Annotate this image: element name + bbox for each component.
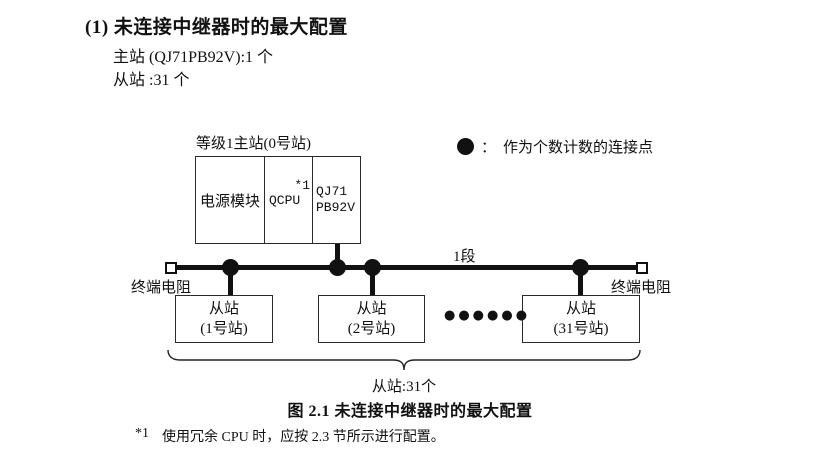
- cpu-cell: *1 QCPU: [265, 157, 313, 243]
- slave31-label-line2: (31号站): [553, 321, 609, 337]
- connection-point-dot: [572, 259, 589, 276]
- slave-station-box-2: 从站 (2号站): [318, 295, 425, 343]
- master-station-box: 电源模块 *1 QCPU QJ71 PB92V: [195, 156, 361, 244]
- master-count-text: 主站 (QJ71PB92V):1 个: [113, 49, 274, 66]
- slave-station-box-31: 从站 (31号站): [522, 295, 640, 343]
- slave1-label-line2: (1号站): [200, 321, 248, 337]
- terminating-resistor-right-icon: [636, 262, 648, 274]
- cpu-footnote-marker: *1: [294, 178, 310, 193]
- slave31-label-line1: 从站: [565, 301, 596, 317]
- terminating-resistor-left-icon: [165, 262, 177, 274]
- figure-caption: 图 2.1 未连接中继器时的最大配置: [287, 403, 533, 420]
- footnote-marker: *1: [135, 426, 149, 441]
- legend: ： 作为个数计数的连接点: [457, 136, 653, 157]
- slave2-label-line2: (2号站): [347, 321, 396, 337]
- slave2-label-line1: 从站: [356, 301, 387, 317]
- ellipsis-dots: ●●●●●●: [444, 308, 531, 323]
- power-module-label: 电源模块: [199, 193, 260, 210]
- terminating-resistor-left-label: 终端电阻: [131, 280, 192, 296]
- slave-count-text: 从站 :31 个: [113, 72, 190, 89]
- footnote-text: 使用冗余 CPU 时，应按 2.3 节所示进行配置。: [162, 430, 445, 445]
- connection-point-dot: [364, 259, 381, 276]
- master-drop-line: [335, 244, 340, 268]
- section-heading: (1) 未连接中继器时的最大配置: [85, 17, 348, 38]
- pb92v-label-line1: QJ71: [316, 184, 348, 199]
- brace-shape: [167, 349, 641, 371]
- slave31-drop-line: [578, 268, 583, 295]
- power-module-cell: 电源模块: [196, 157, 265, 243]
- slave2-drop-line: [370, 268, 375, 295]
- brace-label: 从站:31个: [371, 379, 437, 395]
- pb92v-cell: QJ71 PB92V: [313, 157, 359, 243]
- connection-point-dot: [329, 259, 346, 276]
- slave-station-box-1: 从站 (1号站): [175, 295, 273, 343]
- master-station-label: 等级1主站(0号站): [196, 136, 311, 152]
- pb92v-label-line2: PB92V: [316, 200, 356, 215]
- cpu-label: QCPU: [269, 193, 301, 208]
- slave1-label-line1: 从站: [208, 301, 239, 317]
- connection-point-dot: [222, 259, 239, 276]
- legend-label: 作为个数计数的连接点: [503, 140, 654, 156]
- bus-line: [175, 265, 636, 270]
- terminating-resistor-right-label: 终端电阻: [611, 280, 672, 296]
- connection-point-icon: [457, 138, 474, 155]
- legend-separator: ：: [481, 140, 497, 156]
- segment-label: 1段: [453, 249, 476, 265]
- slave1-drop-line: [228, 268, 233, 295]
